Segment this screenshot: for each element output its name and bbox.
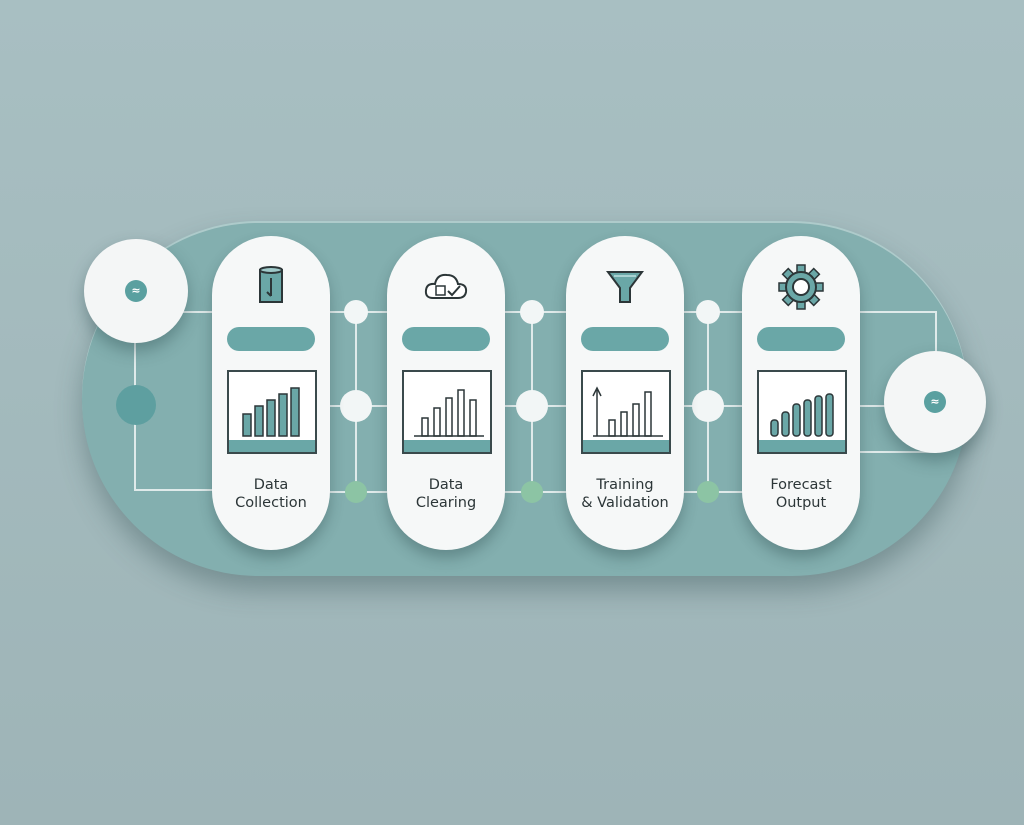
junction-dot-green (697, 481, 719, 503)
chart-baseline-strip (404, 440, 490, 452)
step-label: Data Clearing (415, 477, 477, 511)
wave-icon: ≈ (125, 280, 147, 302)
junction-dot (696, 300, 720, 324)
junction-dot (344, 300, 368, 324)
junction-dot (516, 390, 548, 422)
end-node: ≈ (884, 351, 986, 453)
cylinder-icon (259, 266, 283, 303)
step-card-forecast-output: Forecast Output (742, 236, 860, 550)
step-chart (402, 370, 492, 454)
step-pill (402, 327, 490, 351)
step-card-training-validation: Training & Validation (566, 236, 684, 550)
junction-dot (520, 300, 544, 324)
chart-baseline-strip (583, 440, 669, 452)
junction-dot (692, 390, 724, 422)
step-label: Data Collection (235, 477, 307, 511)
start-node: ≈ (84, 239, 188, 343)
wave-icon: ≈ (924, 391, 946, 413)
step-label: Forecast Output (770, 477, 832, 511)
step-chart (581, 370, 671, 454)
cloud-check-icon (424, 273, 468, 299)
chart-baseline-strip (229, 440, 315, 452)
chart-baseline-strip (759, 440, 845, 452)
step-chart (757, 370, 847, 454)
junction-dot-green (521, 481, 543, 503)
start-connector-dot (116, 385, 156, 425)
step-card-data-clearing: Data Clearing (387, 236, 505, 550)
step-pill (581, 327, 669, 351)
step-card-data-collection: Data Collection (212, 236, 330, 550)
funnel-icon (606, 271, 644, 303)
junction-dot (340, 390, 372, 422)
step-chart (227, 370, 317, 454)
step-pill (757, 327, 845, 351)
gear-icon (778, 264, 824, 310)
step-pill (227, 327, 315, 351)
step-label: Training & Validation (581, 477, 669, 511)
junction-dot-green (345, 481, 367, 503)
